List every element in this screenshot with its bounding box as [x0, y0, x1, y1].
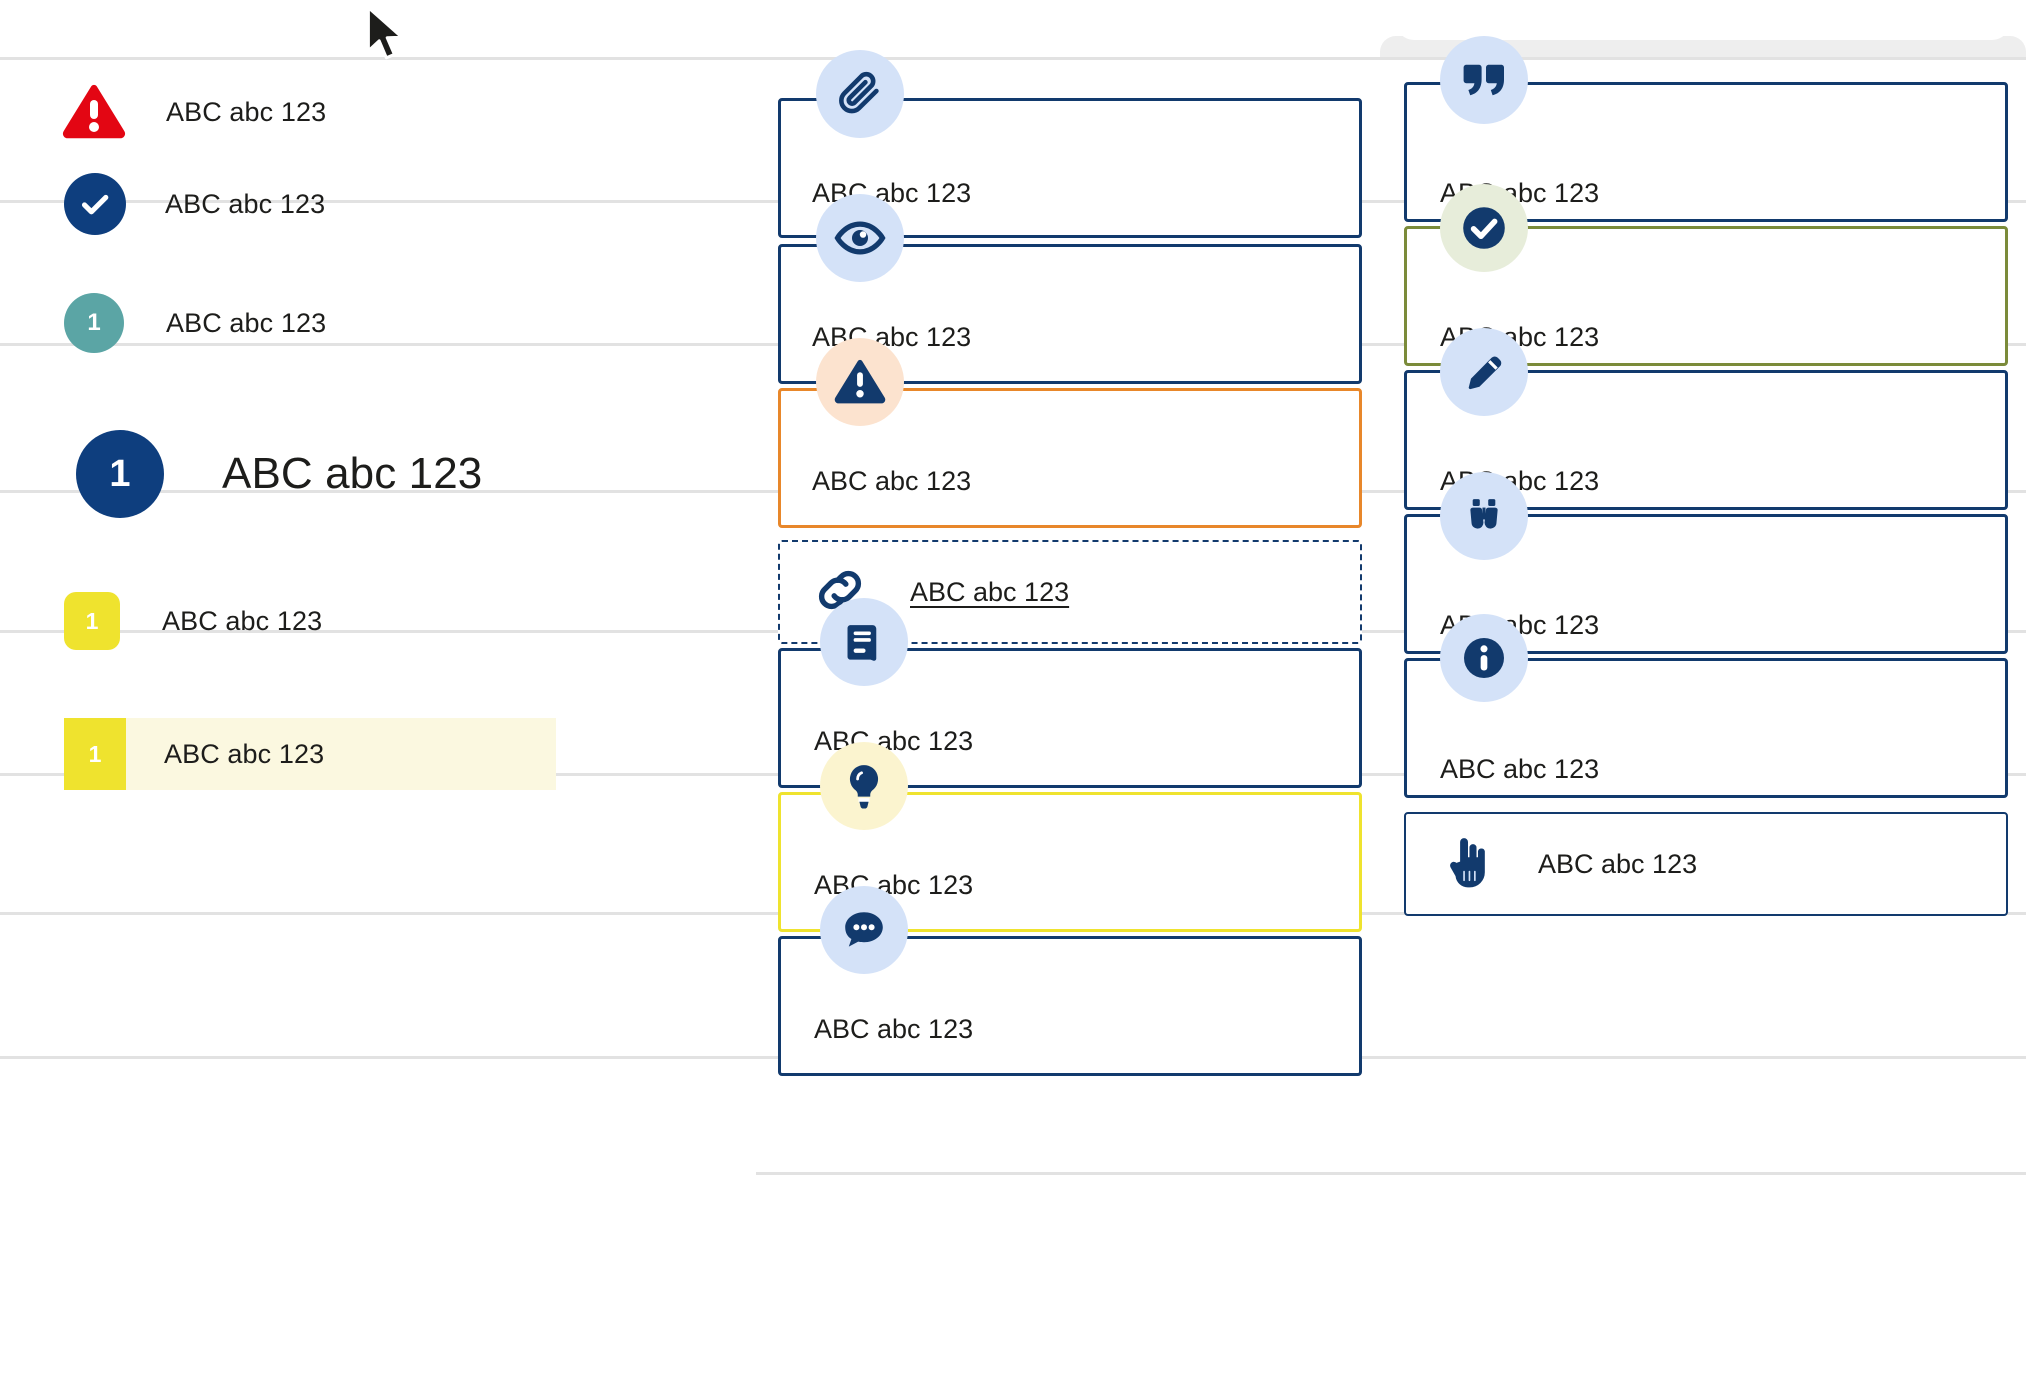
- divider: [0, 57, 2026, 60]
- number-badge: 1: [64, 718, 126, 790]
- left-list: ABC abc 123 ABC abc 123 1 ABC abc 123 1 …: [0, 0, 756, 1392]
- list-item[interactable]: ABC abc 123: [0, 172, 820, 236]
- card-link-label[interactable]: ABC abc 123: [910, 576, 1070, 607]
- mouse-cursor: [366, 6, 412, 71]
- paperclip-icon: [816, 50, 904, 138]
- warning-triangle-icon: [816, 338, 904, 426]
- list-item-label: ABC abc 123: [164, 738, 325, 769]
- list-item-label: ABC abc 123: [222, 449, 483, 498]
- book-icon: [820, 598, 908, 686]
- lightbulb-icon: [820, 742, 908, 830]
- list-item-label: ABC abc 123: [162, 605, 323, 636]
- quote-icon: [1440, 36, 1528, 124]
- check-circle-icon: [1440, 184, 1528, 272]
- list-item-label: ABC abc 123: [166, 307, 327, 338]
- list-item[interactable]: 1 ABC abc 123: [0, 429, 832, 519]
- list-item[interactable]: 1 ABC abc 123: [0, 592, 820, 650]
- list-item-label: ABC abc 123: [166, 96, 327, 127]
- number-badge: 1: [64, 592, 120, 650]
- pointing-hand-icon: [1444, 835, 1492, 894]
- card-label: ABC abc 123: [812, 466, 972, 496]
- binoculars-icon: [1440, 472, 1528, 560]
- list-item[interactable]: ABC abc 123: [0, 78, 818, 146]
- card-action-content: ABC abc 123: [1406, 814, 2006, 914]
- card-label: ABC abc 123: [1538, 848, 1698, 879]
- check-circle-icon: [64, 173, 126, 235]
- number-badge: 1: [76, 430, 164, 518]
- number-badge: 1: [64, 293, 124, 353]
- chain-link-icon: [814, 564, 866, 621]
- speech-bubble-icon: [820, 886, 908, 974]
- card-label: ABC abc 123: [1440, 754, 1600, 784]
- card-action[interactable]: ABC abc 123: [1404, 812, 2008, 916]
- info-circle-icon: [1440, 614, 1528, 702]
- pencil-icon: [1440, 328, 1528, 416]
- divider: [756, 1172, 2026, 1175]
- card-label: ABC abc 123: [814, 1014, 974, 1044]
- card-link-content: ABC abc 123: [780, 542, 1360, 642]
- list-item[interactable]: 1 ABC abc 123: [0, 293, 820, 353]
- list-item-label: ABC abc 123: [165, 188, 326, 219]
- background-panel-inner: [1396, 0, 2010, 40]
- eye-icon: [816, 194, 904, 282]
- warning-triangle-icon: [62, 80, 126, 144]
- list-item-highlighted[interactable]: 1 ABC abc 123: [64, 718, 556, 790]
